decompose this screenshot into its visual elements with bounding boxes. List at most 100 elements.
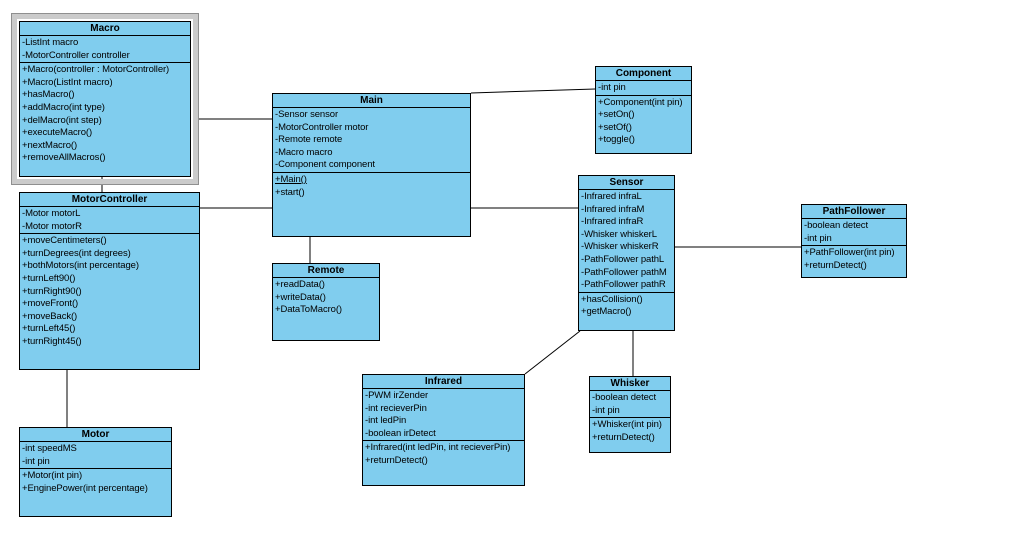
class-motorcontroller[interactable]: MotorController-Motor motorL-Motor motor…: [19, 192, 200, 370]
class-attribute: -int pin: [22, 455, 50, 467]
class-attribute: -Infrared infraL: [581, 191, 642, 202]
class-main[interactable]: Main-Sensor sensor-MotorController motor…: [272, 93, 471, 237]
attributes-compartment: -ListInt macro-MotorController controlle…: [20, 35, 190, 62]
class-title: Macro: [90, 23, 120, 34]
class-attribute: -Whisker whiskerL: [581, 228, 657, 240]
class-method: +Whisker(int pin): [592, 419, 662, 431]
class-infrared[interactable]: Infrared-PWM irZender-int recieverPin-in…: [362, 374, 525, 486]
class-method: +readData(): [275, 279, 325, 290]
class-method: +bothMotors(int percentage): [22, 260, 139, 272]
class-attribute: -Infrared infraR: [581, 216, 644, 228]
class-method: +turnRight90(): [22, 285, 82, 297]
class-method: +returnDetect(): [804, 259, 867, 271]
class-whisker[interactable]: Whisker-boolean detect-int pin+Whisker(i…: [589, 376, 671, 453]
attributes-compartment: -boolean detect-int pin: [802, 218, 906, 245]
class-method: +Main(): [275, 173, 307, 185]
class-method: +executeMacro(): [22, 127, 93, 139]
class-attribute: -int pin: [592, 404, 620, 416]
class-attribute: -Remote remote: [275, 134, 343, 146]
class-method: +moveFront(): [22, 298, 79, 310]
class-method: +turnLeft45(): [22, 323, 76, 335]
class-method: +PathFollower(int pin): [804, 247, 895, 259]
class-method: +moveCentimeters(): [22, 235, 107, 247]
class-title: Sensor: [609, 177, 644, 188]
class-attribute: -MotorController controller: [22, 49, 130, 61]
class-attribute: -PWM irZender: [365, 390, 429, 401]
class-attribute: -Motor motorL: [22, 208, 81, 219]
class-attribute: -int recieverPin: [365, 402, 427, 414]
class-attribute: -boolean detect: [804, 220, 868, 231]
class-attribute: -int pin: [804, 232, 832, 244]
attributes-compartment: -Motor motorL-Motor motorR: [20, 206, 199, 233]
class-method: +turnLeft90(): [22, 272, 76, 284]
class-attribute: -int speedMS: [22, 443, 77, 454]
class-attribute: -Motor motorR: [22, 220, 82, 232]
methods-compartment: +Main()+start(): [273, 171, 470, 199]
class-method: +writeData(): [275, 291, 326, 303]
class-method: +hasCollision(): [581, 293, 643, 305]
class-attribute: -Component component: [275, 159, 375, 171]
class-motor[interactable]: Motor-int speedMS-int pin+Motor(int pin)…: [19, 427, 172, 517]
class-pathfollower[interactable]: PathFollower-boolean detect-int pin+Path…: [801, 204, 907, 278]
class-method: +turnDegrees(int degrees): [22, 247, 131, 259]
class-attribute: -boolean detect: [592, 392, 656, 403]
class-method: +nextMacro(): [22, 139, 78, 151]
class-method: +addMacro(int type): [22, 101, 105, 113]
class-attribute: -Whisker whiskerR: [581, 241, 659, 253]
class-method: +hasMacro(): [22, 89, 75, 101]
class-method: +moveBack(): [22, 310, 78, 322]
class-attribute: -ListInt macro: [22, 37, 79, 48]
class-attribute: -Infrared infraM: [581, 203, 645, 215]
class-method: +Infrared(int ledPin, int recieverPin): [365, 442, 511, 454]
methods-compartment: +Macro(controller : MotorController)+Mac…: [20, 62, 190, 165]
class-macro[interactable]: Macro-ListInt macro-MotorController cont…: [19, 21, 191, 177]
class-attribute: -Sensor sensor: [275, 109, 339, 120]
class-attribute: -int pin: [598, 82, 626, 93]
class-method: +Macro(controller : MotorController): [22, 64, 170, 76]
class-attribute: -MotorController motor: [275, 121, 369, 133]
class-sensor[interactable]: Sensor-Infrared infraL-Infrared infraM-I…: [578, 175, 675, 331]
attributes-compartment: -Infrared infraL-Infrared infraM-Infrare…: [579, 189, 674, 292]
class-attribute: -PathFollower pathR: [581, 279, 666, 291]
class-method: +turnRight45(): [22, 335, 82, 347]
methods-compartment: +hasCollision()+getMacro(): [579, 291, 674, 319]
class-title: Infrared: [424, 376, 463, 387]
class-method: +toggle(): [598, 134, 635, 146]
class-title: Main: [360, 95, 383, 106]
class-attribute: -Macro macro: [275, 146, 333, 158]
class-method: +start(): [275, 186, 305, 198]
methods-compartment: +PathFollower(int pin)+returnDetect(): [802, 245, 906, 272]
class-method: +EnginePower(int percentage): [22, 482, 148, 494]
class-method: +Component(int pin): [598, 96, 683, 108]
class-method: +Macro(ListInt macro): [22, 76, 113, 88]
class-method: +delMacro(int step): [22, 114, 102, 126]
methods-compartment: +Motor(int pin)+EnginePower(int percenta…: [20, 468, 171, 495]
class-method: +Motor(int pin): [22, 470, 83, 482]
methods-compartment: +readData()+writeData()+DataToMacro(): [273, 277, 379, 317]
class-attribute: -boolean irDetect: [365, 427, 436, 439]
class-method: +removeAllMacros(): [22, 152, 106, 164]
class-title: Whisker: [610, 378, 650, 389]
methods-compartment: +Whisker(int pin)+returnDetect(): [590, 417, 670, 444]
attributes-compartment: -int speedMS-int pin: [20, 441, 171, 468]
methods-compartment: +moveCentimeters()+turnDegrees(int degre…: [20, 233, 199, 348]
class-component[interactable]: Component -int pin +Component(int pin) +set…: [595, 66, 692, 154]
association-sensor-infrared[interactable]: [524, 330, 581, 375]
attributes-compartment: -PWM irZender-int recieverPin-int ledPin…: [363, 388, 524, 440]
class-method: +returnDetect(): [365, 454, 428, 466]
class-title: MotorController: [71, 194, 148, 205]
class-method: +setOf(): [598, 121, 632, 133]
methods-compartment: +Infrared(int ledPin, int recieverPin)+r…: [363, 440, 524, 467]
attributes-compartment: -int pin: [596, 80, 691, 95]
class-title: Motor: [81, 429, 110, 440]
class-method: +returnDetect(): [592, 431, 655, 443]
class-title: Component: [615, 68, 672, 79]
class-method: +DataToMacro(): [275, 304, 342, 316]
class-title: Remote: [307, 265, 345, 276]
class-remote[interactable]: Remote+readData()+writeData()+DataToMacr…: [272, 263, 380, 341]
attributes-compartment: -Sensor sensor-MotorController motor-Rem…: [273, 107, 470, 172]
class-title: PathFollower: [822, 206, 886, 217]
attributes-compartment: -boolean detect-int pin: [590, 390, 670, 417]
association-main-component[interactable]: [470, 88, 596, 94]
